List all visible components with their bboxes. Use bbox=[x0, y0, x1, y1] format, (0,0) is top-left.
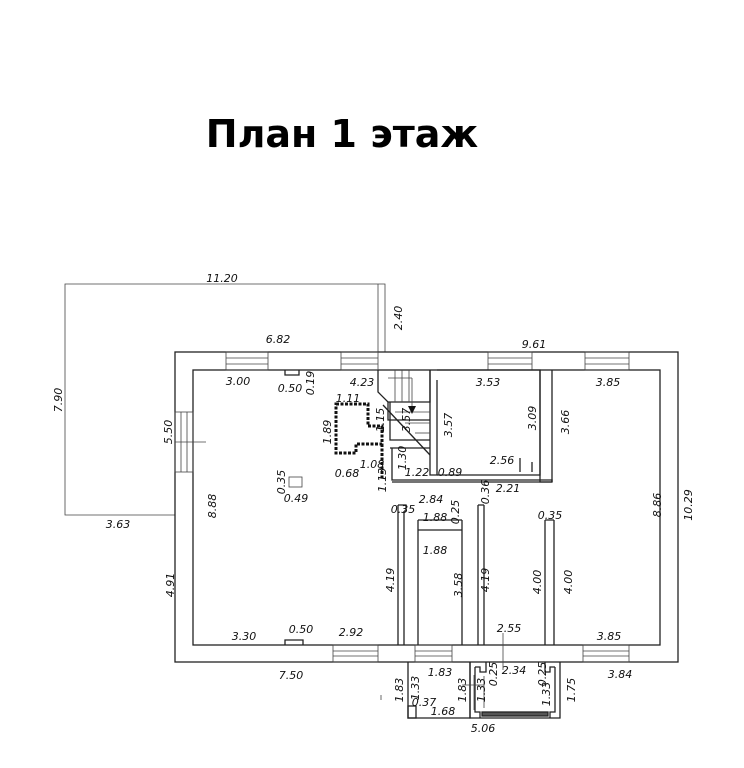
dimension-label: 1.88 bbox=[423, 511, 448, 524]
dimension-label: 3.53 bbox=[476, 376, 501, 389]
dimension-label: 1.30 bbox=[396, 446, 409, 471]
dimension-label: 2.55 bbox=[497, 622, 522, 635]
dimension-label: 1.88 bbox=[423, 544, 448, 557]
dimension-label: 4.23 bbox=[350, 376, 375, 389]
dimension-label: 3.57 bbox=[442, 413, 455, 438]
dimension-label: 2.34 bbox=[502, 664, 527, 677]
dimension-label: 0.36 bbox=[479, 480, 492, 505]
dimension-label: 2.84 bbox=[419, 493, 444, 506]
dimension-label: 4.00 bbox=[562, 570, 575, 595]
dimension-label: 1.08 bbox=[360, 458, 385, 471]
column bbox=[288, 476, 303, 488]
porch bbox=[407, 662, 561, 719]
dimension-label: 0.37 bbox=[412, 696, 437, 709]
dimension-label: 1.83 bbox=[456, 678, 469, 703]
dimension-label: 9.61 bbox=[522, 338, 547, 351]
dimension-label: 0.25 bbox=[536, 662, 549, 687]
dimension-label: 6.82 bbox=[266, 333, 291, 346]
dimension-label: 1.89 bbox=[321, 420, 334, 445]
interior-walls bbox=[377, 369, 555, 645]
dimension-label: 10.29 bbox=[682, 489, 695, 521]
dimension-label: 4.91 bbox=[164, 573, 177, 598]
dimension-label: 0.25 bbox=[449, 500, 462, 525]
dimension-label: 2.92 bbox=[339, 626, 364, 639]
dimension-label: 3.85 bbox=[596, 376, 621, 389]
dimension-label: 5.06 bbox=[471, 722, 496, 735]
dimension-label: 3.58 bbox=[452, 573, 465, 598]
dimension-label: 1.15 bbox=[374, 408, 387, 433]
dimension-label: 1.83 bbox=[393, 678, 406, 703]
dimension-label: 1.83 bbox=[428, 666, 453, 679]
terrace-outline bbox=[64, 283, 386, 516]
dimension-label: 0.35 bbox=[391, 503, 416, 516]
dimension-label: 4.19 bbox=[479, 568, 492, 593]
dimension-label: 11.20 bbox=[206, 272, 238, 285]
dimension-label: 0.89 bbox=[438, 466, 463, 479]
dimension-label: 5.50 bbox=[162, 420, 175, 445]
dimension-label: 0.35 bbox=[538, 509, 563, 522]
dimension-label: 0.19 bbox=[304, 371, 317, 396]
dimension-label: 3.85 bbox=[597, 630, 622, 643]
dimension-label: 3.84 bbox=[608, 668, 633, 681]
dimension-label: 3.00 bbox=[226, 375, 251, 388]
dimension-label: 3.57 bbox=[400, 408, 413, 433]
dimension-label: 0.68 bbox=[335, 467, 360, 480]
dimension-label: 2.40 bbox=[392, 306, 405, 331]
dimension-label: 2.21 bbox=[496, 482, 521, 495]
dimension-label: 3.30 bbox=[232, 630, 257, 643]
dimension-label: 1.75 bbox=[565, 678, 578, 703]
plan-title: План 1 этаж bbox=[205, 112, 479, 156]
dimension-label: 1.13 bbox=[376, 468, 389, 493]
windows bbox=[174, 351, 630, 663]
dimension-label: 3.09 bbox=[526, 406, 539, 431]
dimension-label: 2.56 bbox=[490, 454, 515, 467]
dimension-label: 7.50 bbox=[279, 669, 304, 682]
dimension-label: 0.35 bbox=[275, 470, 288, 495]
dimension-label: 0.49 bbox=[284, 492, 309, 505]
dimension-label: 7.90 bbox=[52, 388, 65, 413]
dimension-label: 0.50 bbox=[289, 623, 314, 636]
dimension-label: 0.25 bbox=[487, 662, 500, 687]
dimension-label: 4.00 bbox=[531, 570, 544, 595]
dimension-label: 4.19 bbox=[384, 568, 397, 593]
dimension-label: 1.33 bbox=[475, 678, 488, 703]
dimension-label: 1.11 bbox=[336, 392, 361, 405]
dimension-label: 8.86 bbox=[651, 493, 664, 518]
dimension-label: 3.63 bbox=[106, 518, 131, 531]
inner-wall bbox=[192, 369, 661, 646]
dimension-label: 3.66 bbox=[559, 410, 572, 435]
dimension-label: 0.50 bbox=[278, 382, 303, 395]
dimension-label: 8.88 bbox=[206, 494, 219, 519]
dimension-label: 1.33 bbox=[540, 682, 553, 707]
dimension-label: 1.33 bbox=[409, 676, 422, 701]
dimension-label: 1.22 bbox=[405, 466, 430, 479]
dimension-label: 1.68 bbox=[431, 705, 456, 718]
outer-wall bbox=[174, 351, 679, 663]
